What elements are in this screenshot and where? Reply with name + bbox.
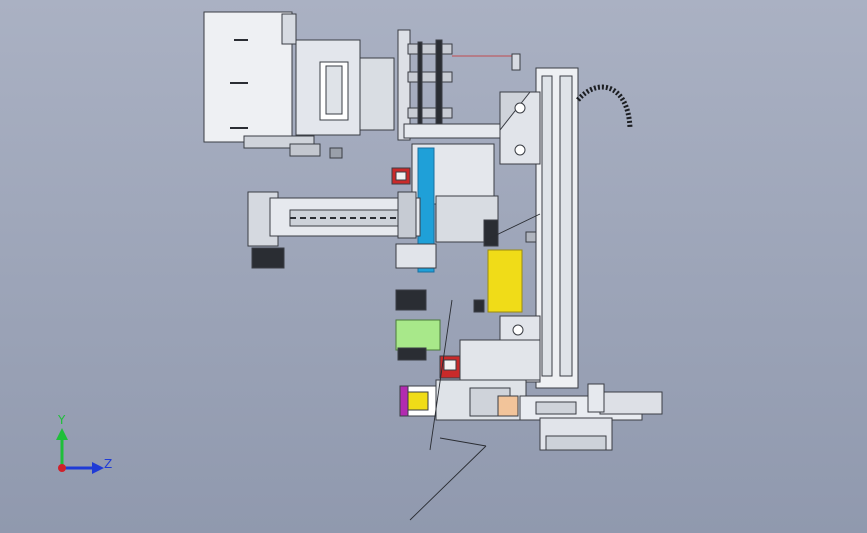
cable-chain [576,84,633,129]
bottom-slide [519,383,663,451]
upper-bracket [397,29,525,141]
lower-tool-head [395,289,541,421]
y-axis-label: Y [58,413,66,427]
z-axis-label: Z [104,457,113,471]
left-actuator [247,191,437,269]
top-cabinet [203,11,395,159]
leader-lines [409,213,541,521]
